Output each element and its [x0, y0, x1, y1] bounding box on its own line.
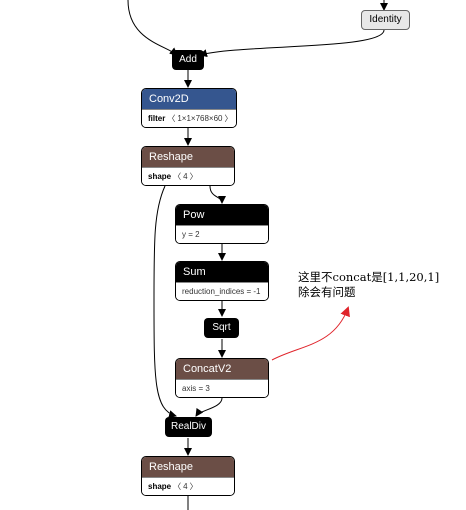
sum-node[interactable]: Sum reduction_indices = -1 [175, 261, 269, 301]
conv2d-attr: filter〈1×1×768×60〉 [142, 109, 236, 127]
add-label: Add [179, 54, 197, 65]
reshape1-attr: shape〈4〉 [142, 167, 234, 185]
annotation-line-1: 这里不concat是[1,1,20,1] [298, 270, 440, 284]
concatv2-node[interactable]: ConcatV2 axis = 3 [175, 358, 269, 398]
reshape2-header: Reshape [142, 457, 234, 477]
pow-header: Pow [176, 205, 268, 225]
sqrt-label: Sqrt [212, 322, 231, 333]
edge-identity-to-add [199, 29, 385, 58]
edge-concatv2-to-realdiv [195, 397, 223, 417]
edge-input-to-add [127, 0, 178, 56]
reshape2-attr: shape〈4〉 [142, 477, 234, 495]
concatv2-header: ConcatV2 [176, 359, 268, 379]
conv2d-node[interactable]: Conv2D filter〈1×1×768×60〉 [141, 88, 237, 128]
reshape1-header: Reshape [142, 147, 234, 167]
reshape2-attr-name: shape [148, 482, 172, 491]
sum-header: Sum [176, 262, 268, 282]
reshape2-node[interactable]: Reshape shape〈4〉 [141, 456, 235, 496]
add-node[interactable]: Add [172, 50, 204, 70]
edge-reshape-to-pow [209, 185, 226, 204]
reshape2-attr-value: 4 [183, 482, 188, 491]
annotation-arrow [271, 306, 350, 361]
realdiv-node[interactable]: RealDiv [165, 417, 212, 437]
concatv2-attr: axis = 3 [176, 379, 268, 397]
annotation-note: 这里不concat是[1,1,20,1] 除会有问题 [298, 270, 439, 300]
pow-attr: y = 2 [176, 225, 268, 243]
reshape1-attr-value: 4 [183, 172, 188, 181]
pow-node[interactable]: Pow y = 2 [175, 204, 269, 244]
annotation-line-2: 除会有问题 [298, 285, 356, 299]
reshape1-attr-name: shape [148, 172, 172, 181]
identity-label: Identity [369, 14, 402, 25]
conv2d-header: Conv2D [142, 89, 236, 109]
realdiv-label: RealDiv [170, 421, 206, 432]
conv2d-attr-name: filter [148, 114, 166, 123]
sum-attr: reduction_indices = -1 [176, 282, 268, 300]
sqrt-node[interactable]: Sqrt [204, 318, 239, 338]
identity-node[interactable]: Identity [361, 10, 410, 30]
conv2d-attr-value: 1×1×768×60 [177, 114, 223, 123]
edge-reshape-to-realdiv [153, 185, 177, 419]
reshape1-node[interactable]: Reshape shape〈4〉 [141, 146, 235, 186]
